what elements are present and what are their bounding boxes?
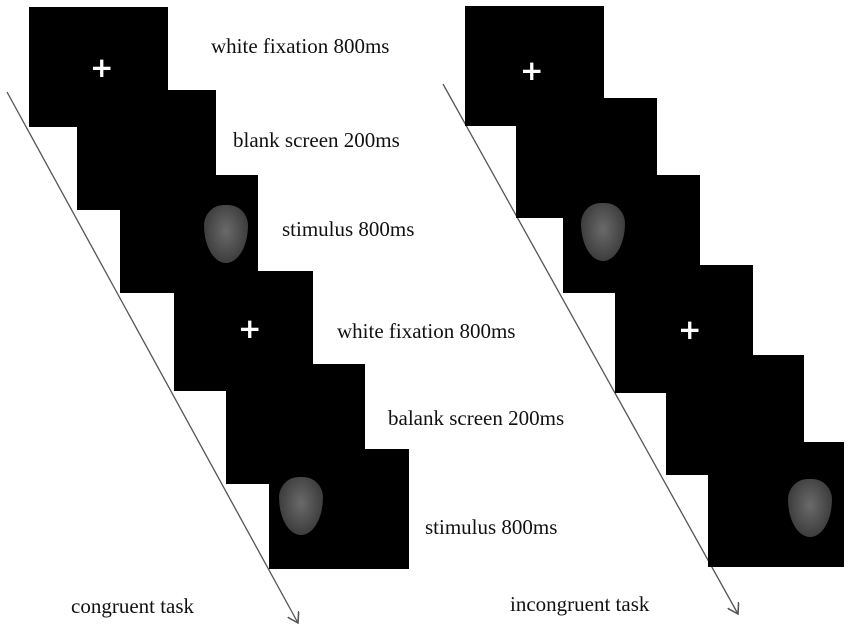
incongruent-task-label: incongruent task <box>510 592 650 616</box>
fixation-cross-icon: + <box>520 54 544 87</box>
screen-stimulus-2 <box>269 449 409 569</box>
fixation-cross-icon: + <box>90 51 114 84</box>
step-label: white fixation 800ms <box>211 34 390 58</box>
incongruent-time-arrow <box>442 83 738 614</box>
congruent-task-label: congruent task <box>71 594 195 618</box>
screen-stimulus-2 <box>708 442 844 567</box>
step-label: stimulus 800ms <box>282 217 415 241</box>
fixation-cross-icon: + <box>238 312 262 345</box>
congruent-time-arrow <box>6 91 298 623</box>
fixation-cross-icon: + <box>678 313 702 346</box>
face-stimulus-image <box>279 477 323 535</box>
face-stimulus-image <box>581 203 625 261</box>
step-label: stimulus 800ms <box>425 515 558 539</box>
face-stimulus-image <box>204 205 248 263</box>
step-label: blank screen 200ms <box>233 128 400 152</box>
face-stimulus-image <box>788 479 832 537</box>
step-label: white fixation 800ms <box>337 319 516 343</box>
step-label: balank screen 200ms <box>388 406 565 430</box>
